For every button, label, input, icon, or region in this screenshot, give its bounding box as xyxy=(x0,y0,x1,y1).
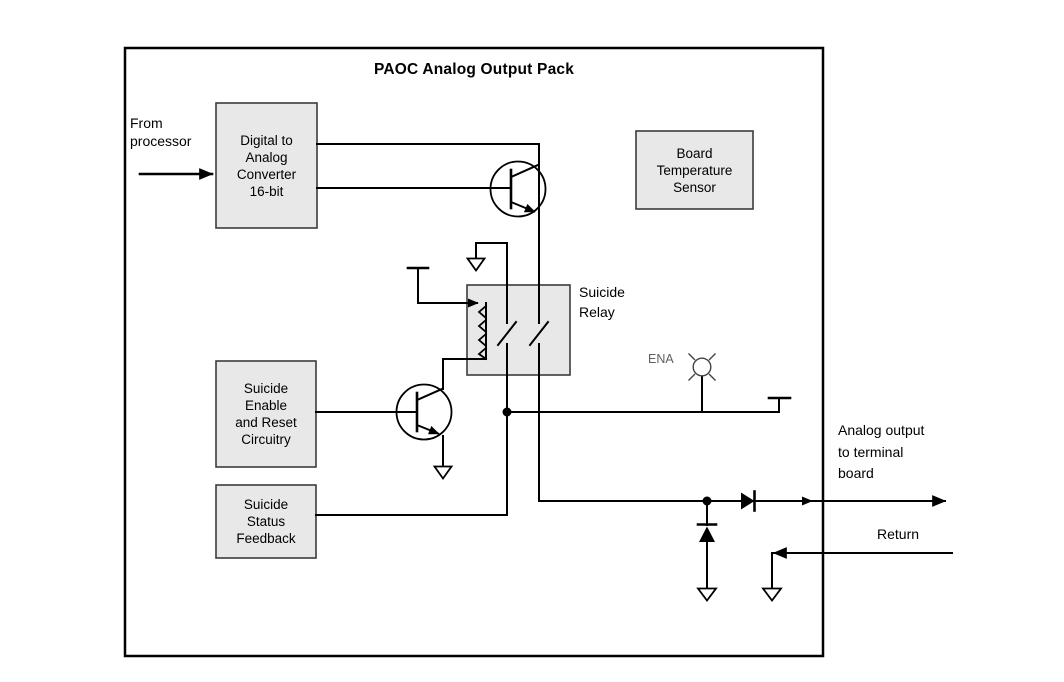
suicide-relay-label: Suicide Relay xyxy=(579,284,625,320)
dac-block-label: Digital to Analog Converter 16-bit xyxy=(236,132,297,199)
dac-block-box xyxy=(215,102,318,229)
status-feedback-wire xyxy=(315,411,508,516)
termination-icon-coil xyxy=(406,266,430,304)
suicide-enable-box xyxy=(215,360,317,468)
board-temp-sensor-box xyxy=(635,130,754,210)
analog-output-label: Analog output to terminal board xyxy=(838,422,925,481)
ena-label: ENA xyxy=(648,352,674,366)
return-wire xyxy=(771,547,953,589)
relay-contact-2-icon xyxy=(528,320,550,502)
npn-transistor-q2-icon xyxy=(315,383,453,467)
ground-icon-clamp xyxy=(696,587,718,602)
suicide-relay-coil-icon xyxy=(442,302,488,390)
function-blocks xyxy=(215,102,754,559)
from-processor-label: From processor xyxy=(130,115,192,149)
suicide-status-box xyxy=(215,484,317,559)
return-label: Return xyxy=(877,526,920,542)
series-diode-icon xyxy=(741,490,756,512)
dac-wire-top xyxy=(316,143,540,324)
relay-contact-1-icon xyxy=(496,284,518,413)
ground-icon-q2 xyxy=(432,465,454,481)
termination-icon-ena xyxy=(767,396,792,413)
suicide-enable-label: Suicide Enable and Reset Circuitry xyxy=(235,381,297,447)
ground-icon-return xyxy=(761,587,783,602)
coil-to-q2-wire xyxy=(442,358,487,390)
diagram-title: PAOC Analog Output Pack xyxy=(373,61,575,78)
ground-icon-relay-top xyxy=(465,242,508,286)
board-temp-sensor-label: Board Temperature Sensor xyxy=(656,145,733,195)
npn-transistor-q1-icon xyxy=(489,160,547,218)
ena-lamp-icon xyxy=(688,353,716,412)
clamp-diode-icon xyxy=(696,500,718,589)
suicide-status-label: Suicide Status Feedback xyxy=(236,497,296,546)
